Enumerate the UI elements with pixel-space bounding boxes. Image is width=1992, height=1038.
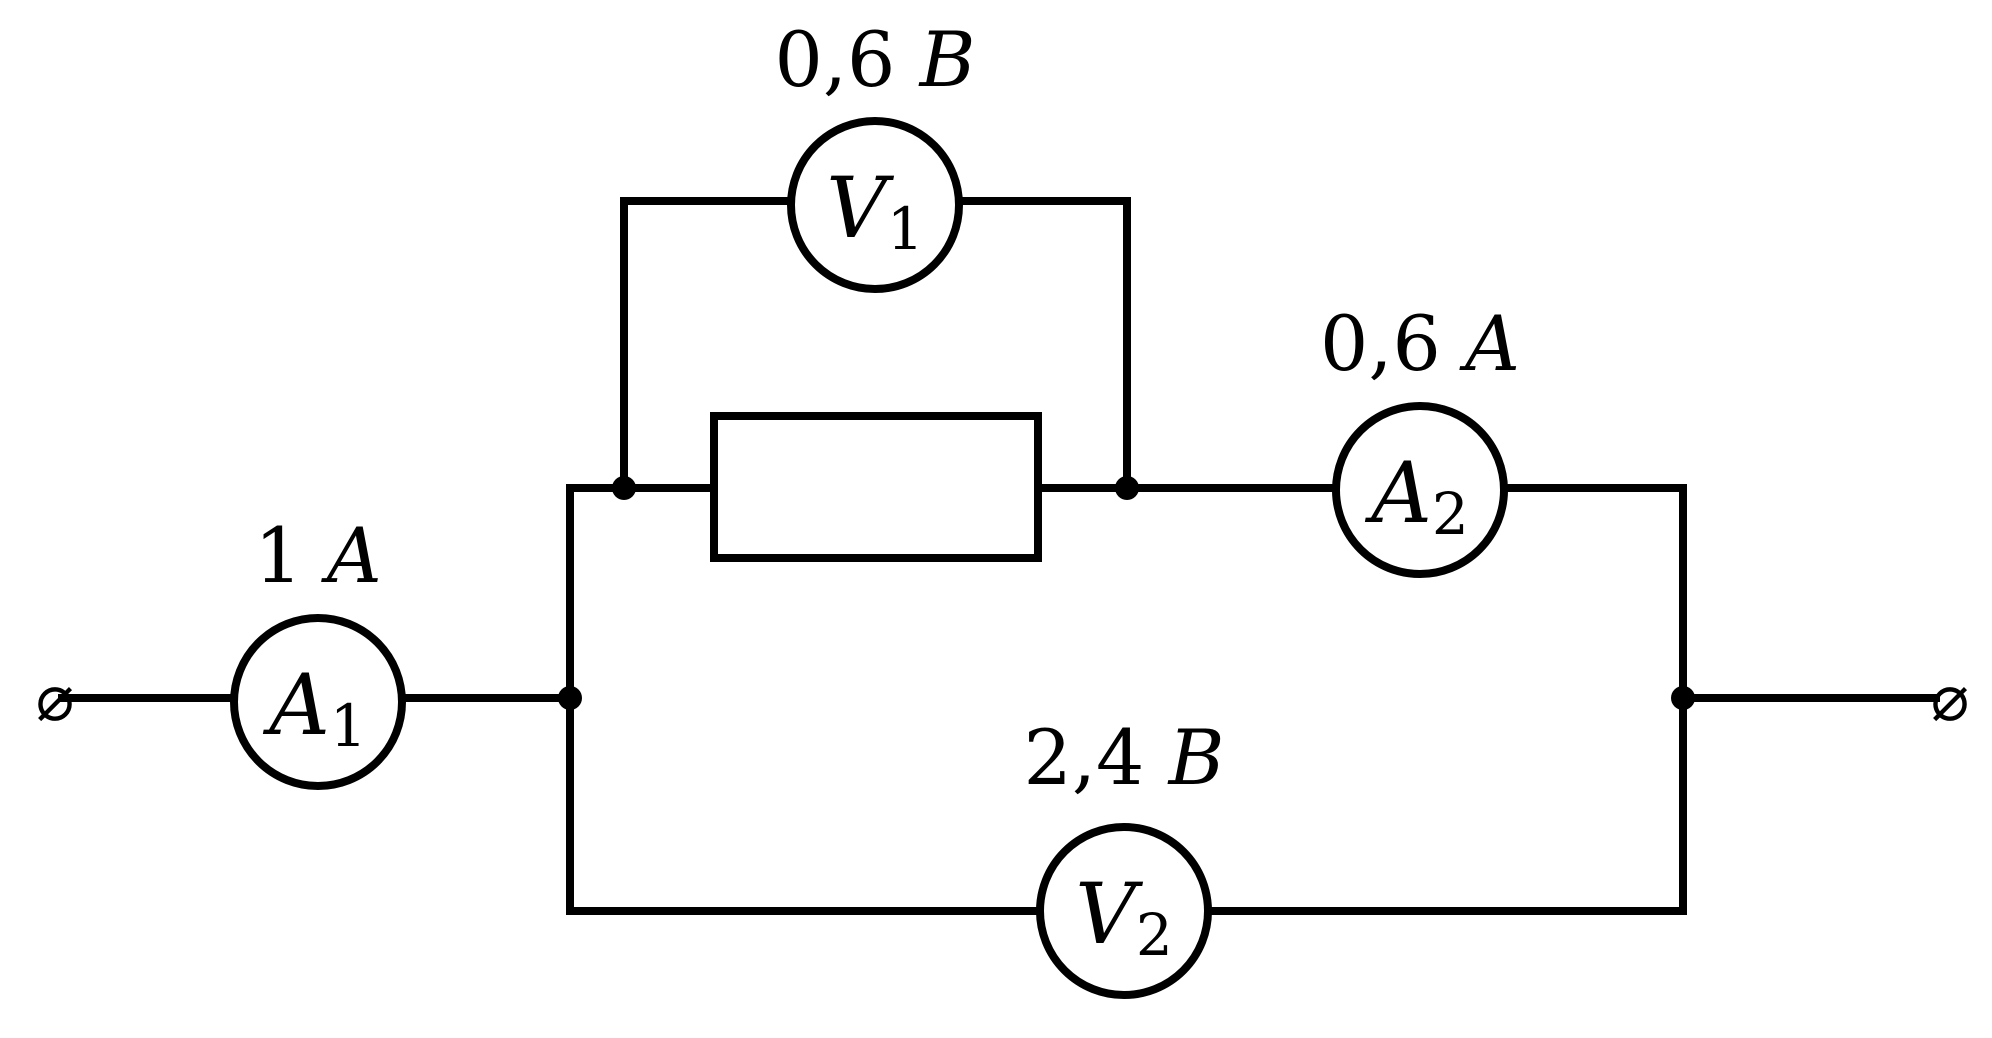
wire-a2-to-right-vertical — [1503, 484, 1687, 915]
wire-v1-right-branch — [958, 197, 1131, 488]
voltmeter-v1-reading: 0,6 B — [775, 15, 976, 104]
terminal-left: ⌀ — [36, 662, 75, 736]
ammeter-a1-symbol: A1 — [262, 656, 367, 760]
voltmeter-v2-symbol: V2 — [1075, 865, 1173, 969]
junction-v1-right — [1115, 476, 1139, 500]
voltmeter-v2-reading: 2,4 B — [1024, 713, 1225, 802]
ammeter-a1-reading: 1 A — [254, 511, 381, 600]
voltmeter-v1-circle — [787, 117, 963, 293]
terminal-right: ⌀ — [1931, 662, 1970, 736]
voltmeter-v1-symbol: V1 — [826, 159, 924, 263]
ammeter-a1: A1 — [230, 614, 406, 790]
ammeter-a2: A2 — [1332, 402, 1508, 578]
voltmeter-v2: V2 — [1036, 823, 1212, 999]
ammeter-a2-reading: 0,6 A — [1320, 299, 1520, 388]
junction-v1-left — [612, 476, 636, 500]
ammeter-a1-circle — [230, 614, 406, 790]
voltmeter-v2-circle — [1036, 823, 1212, 999]
wire-v1-left-branch — [620, 197, 792, 488]
ammeter-a2-symbol: A2 — [1364, 444, 1469, 548]
ammeter-a2-circle — [1332, 402, 1508, 578]
junction-left — [558, 686, 582, 710]
resistor — [710, 412, 1042, 562]
voltmeter-v1: V1 — [787, 117, 963, 293]
junction-right — [1671, 686, 1695, 710]
